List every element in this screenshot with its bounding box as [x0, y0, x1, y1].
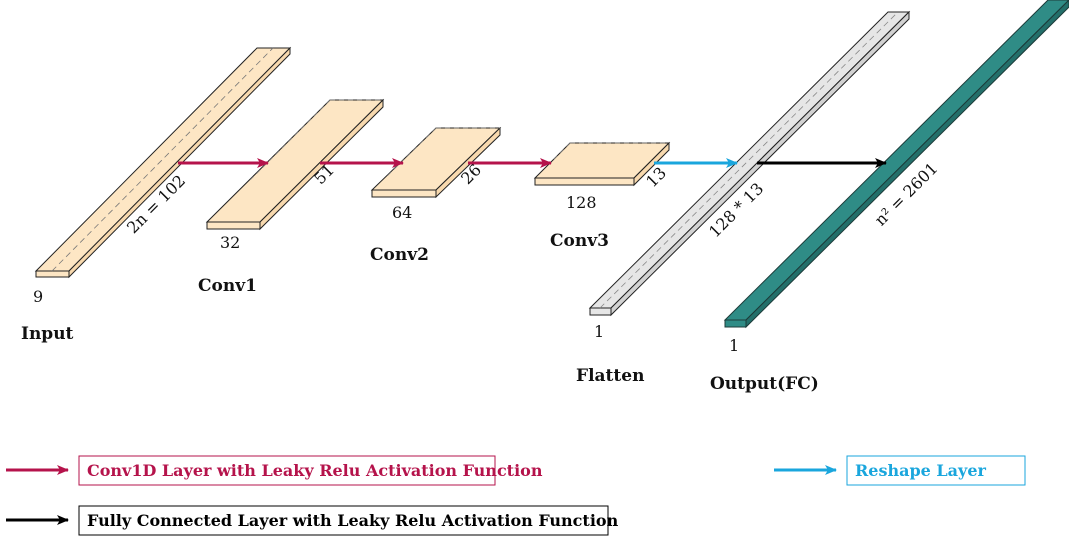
- conv3-title: Conv3: [550, 231, 609, 251]
- flatten-title: Flatten: [576, 366, 644, 386]
- conv1-depth-label: 32: [220, 233, 240, 252]
- legend-conv-box: [78, 455, 496, 486]
- legend: Conv1D Layer with Leaky Relu Activation …: [6, 455, 1026, 536]
- conv2-title: Conv2: [370, 245, 429, 265]
- legend-conv-label: Conv1D Layer with Leaky Relu Activation …: [87, 461, 543, 480]
- legend-conv: Conv1D Layer with Leaky Relu Activation …: [6, 455, 543, 486]
- legend-reshape-label: Reshape Layer: [855, 461, 987, 480]
- legend-fc: Fully Connected Layer with Leaky Relu Ac…: [6, 505, 619, 536]
- output-title: Output(FC): [710, 374, 819, 394]
- output-block: [723, 0, 1069, 329]
- legend-reshape-box: [846, 455, 1026, 486]
- legend-fc-label: Fully Connected Layer with Leaky Relu Ac…: [87, 511, 619, 530]
- conv2-depth-label: 64: [392, 203, 412, 222]
- input-title: Input: [21, 324, 74, 344]
- conv3-block: [533, 141, 671, 187]
- legend-reshape: Reshape Layer: [774, 455, 1026, 486]
- conv3-depth-label: 128: [566, 193, 597, 212]
- flatten-depth-label: 1: [594, 322, 604, 341]
- output-depth-label: 1: [729, 336, 739, 355]
- input-depth-label: 9: [33, 287, 43, 306]
- conv1-title: Conv1: [198, 276, 257, 296]
- legend-fc-box: [78, 505, 609, 536]
- conv2-block: [370, 126, 502, 199]
